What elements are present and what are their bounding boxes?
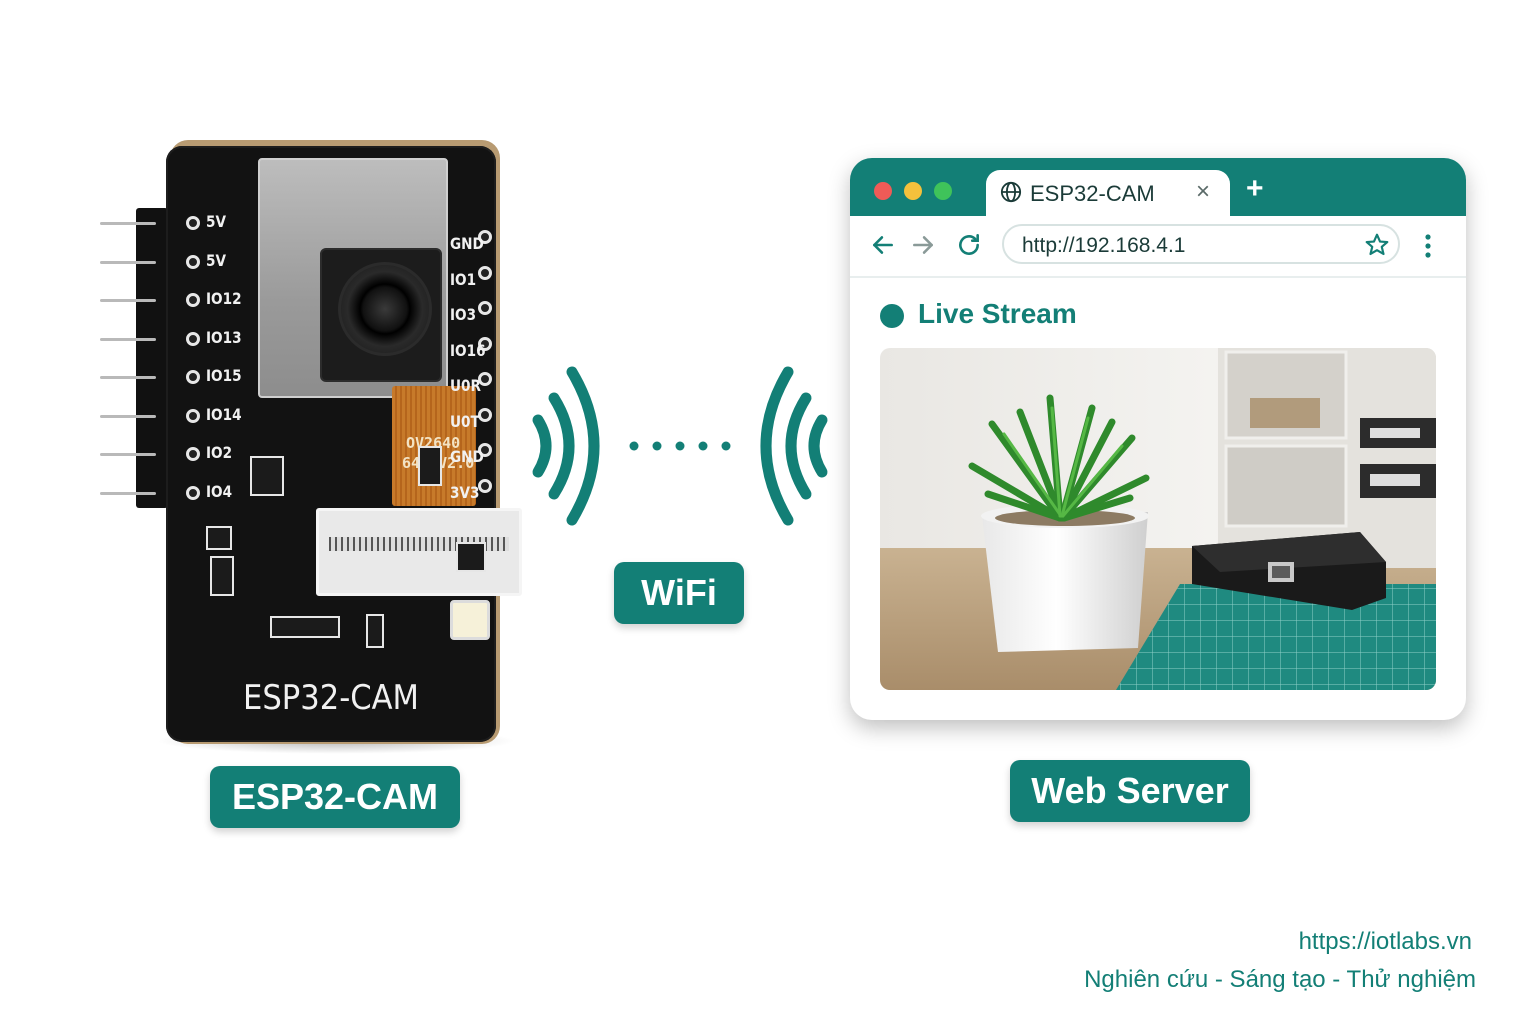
left-pin-label: IO4 — [206, 481, 233, 501]
header-pin — [100, 414, 156, 418]
back-arrow-icon[interactable] — [870, 232, 896, 258]
left-pin-label: 5V — [206, 212, 226, 231]
right-pin-label: 3V3 — [450, 482, 480, 502]
new-tab-icon[interactable]: + — [1246, 172, 1264, 205]
right-pin-label: GND — [450, 447, 484, 466]
ribbon-connector — [316, 508, 522, 596]
smd-component — [210, 556, 234, 596]
stream-plant-pot — [981, 504, 1149, 652]
left-pin-label: IO2 — [206, 443, 233, 462]
right-pin-label: U0R — [450, 376, 481, 395]
pin-pad — [478, 301, 492, 315]
pin-pad — [186, 485, 200, 500]
pin-pad — [478, 407, 492, 422]
address-url: http://192.168.4.1 — [1022, 234, 1186, 257]
left-pin-label: IO13 — [206, 327, 242, 347]
pin-pad — [478, 336, 492, 351]
bookmark-star-icon[interactable] — [1364, 232, 1390, 258]
header-pin — [100, 453, 156, 456]
live-stream-title: Live Stream — [918, 298, 1077, 329]
right-pin-label: IO1 — [450, 269, 477, 289]
smd-component — [418, 446, 442, 486]
globe-icon — [1000, 181, 1022, 203]
address-bar[interactable]: http://192.168.4.1 — [1002, 224, 1400, 264]
live-indicator-dot — [880, 304, 904, 328]
pin-pad — [186, 447, 200, 461]
browser-toolbar: http://192.168.4.1 — [850, 216, 1466, 278]
smd-component — [270, 616, 340, 638]
footer-url[interactable]: https://iotlabs.vn — [1298, 928, 1472, 955]
wave-left-2 — [548, 392, 575, 500]
left-pin-label: IO12 — [206, 289, 242, 308]
minimize-window-dot[interactable] — [904, 182, 922, 200]
wave-right-2 — [785, 392, 812, 500]
close-window-dot[interactable] — [874, 182, 892, 200]
close-tab-icon[interactable]: × — [1196, 178, 1211, 205]
right-pin-label: IO16 — [450, 340, 486, 360]
smd-component — [250, 456, 284, 496]
pin-pad — [186, 370, 200, 384]
pin-pad — [478, 478, 492, 493]
browser-window: ESP32-CAM × + http://192.168.4.1 — [850, 158, 1466, 720]
left-pin-label: IO14 — [206, 404, 242, 424]
header-pin — [100, 491, 156, 495]
pin-pad — [186, 254, 200, 269]
tab-esp32-cam[interactable]: ESP32-CAM × — [986, 170, 1230, 216]
header-pin — [100, 260, 156, 264]
maximize-window-dot[interactable] — [934, 182, 952, 200]
right-pin-label: IO3 — [450, 305, 477, 324]
stream-shelf — [1218, 348, 1436, 568]
flash-led — [450, 600, 490, 640]
esp32-cam-board: OV2640 640-V2.0 ESP32-CAM 5V5VIO12IO13IO… — [96, 138, 522, 758]
pin-pad — [186, 331, 200, 346]
stream-cutting-mat — [1116, 584, 1436, 690]
link-dots — [629, 441, 731, 451]
menu-dots-icon[interactable] — [1424, 234, 1432, 258]
board-silkscreen-name: ESP32-CAM — [243, 678, 419, 718]
smd-component — [206, 526, 232, 550]
pin-pad — [478, 443, 492, 457]
left-pin-label: 5V — [206, 250, 226, 270]
footer-tagline: Nghiên cứu - Sáng tạo - Thử nghiệm — [1084, 966, 1476, 993]
wave-left-3 — [566, 366, 600, 526]
wifi-label-badge: WiFi — [614, 562, 744, 624]
header-pin — [100, 299, 156, 302]
tab-title: ESP32-CAM — [1030, 181, 1155, 206]
header-pin — [100, 337, 156, 341]
board-pcb: OV2640 640-V2.0 ESP32-CAM — [166, 146, 522, 742]
wifi-signal — [532, 366, 828, 526]
wave-right-3 — [760, 366, 794, 526]
pin-pad — [186, 216, 200, 230]
right-pin-label: GND — [450, 234, 484, 253]
forward-arrow-icon[interactable] — [910, 232, 936, 258]
pin-pad — [478, 230, 492, 244]
board-label-badge: ESP32-CAM — [210, 766, 460, 828]
reload-icon[interactable] — [956, 232, 982, 258]
wave-right-1 — [808, 414, 828, 478]
right-pin-label: U0T — [450, 411, 480, 431]
left-pin-label: IO15 — [206, 366, 242, 385]
web-server-label-badge: Web Server — [1010, 760, 1250, 822]
stream-router — [1192, 532, 1386, 610]
tab-bar: ESP32-CAM × + — [850, 158, 1466, 216]
wave-left-1 — [532, 414, 552, 478]
header-pin — [100, 376, 156, 379]
pin-pad — [186, 293, 200, 307]
smd-component — [366, 614, 384, 648]
live-stream-image — [880, 348, 1436, 690]
pin-pad — [186, 408, 200, 423]
pin-pad — [478, 372, 492, 386]
header-pin — [100, 222, 156, 225]
pin-pad — [478, 265, 492, 280]
smd-component — [456, 542, 486, 572]
pin-header — [136, 208, 168, 508]
camera-lens — [338, 262, 432, 356]
